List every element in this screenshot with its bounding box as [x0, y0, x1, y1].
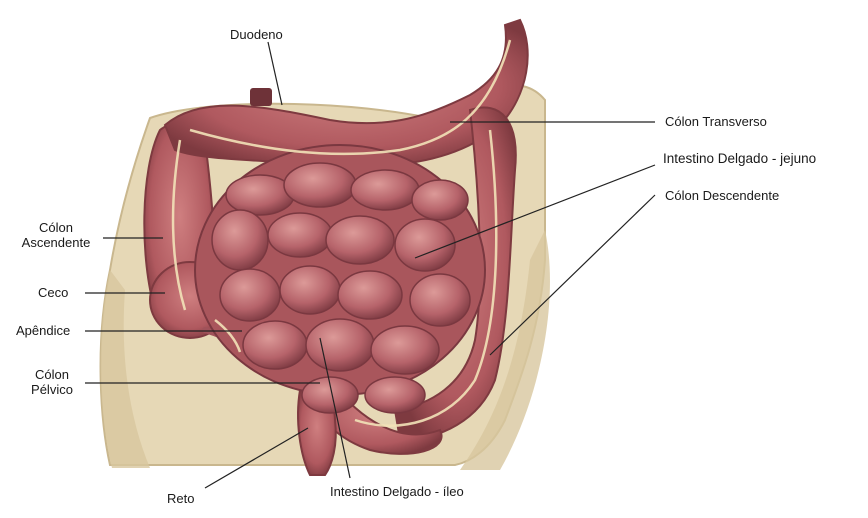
duodeno-shape	[250, 88, 272, 106]
label-jejuno: Intestino Delgado - jejuno	[663, 151, 816, 166]
label-colon-transverso: Cólon Transverso	[665, 114, 767, 129]
label-colon-pelvico-line2: Pélvico	[22, 382, 82, 397]
label-colon-pelvico-line1: Cólon	[22, 367, 82, 382]
label-duodeno: Duodeno	[230, 27, 283, 42]
label-colon-pelvico: Cólon Pélvico	[22, 367, 82, 397]
label-apendice: Apêndice	[16, 323, 70, 338]
label-ileo: Intestino Delgado - íleo	[330, 484, 464, 499]
label-colon-ascendente-line1: Cólon	[6, 220, 106, 235]
label-ceco: Ceco	[38, 285, 68, 300]
label-colon-ascendente: Cólon Ascendente	[6, 220, 106, 250]
label-colon-descendente: Cólon Descendente	[665, 188, 779, 203]
label-reto: Reto	[167, 491, 194, 506]
label-colon-ascendente-line2: Ascendente	[6, 235, 106, 250]
